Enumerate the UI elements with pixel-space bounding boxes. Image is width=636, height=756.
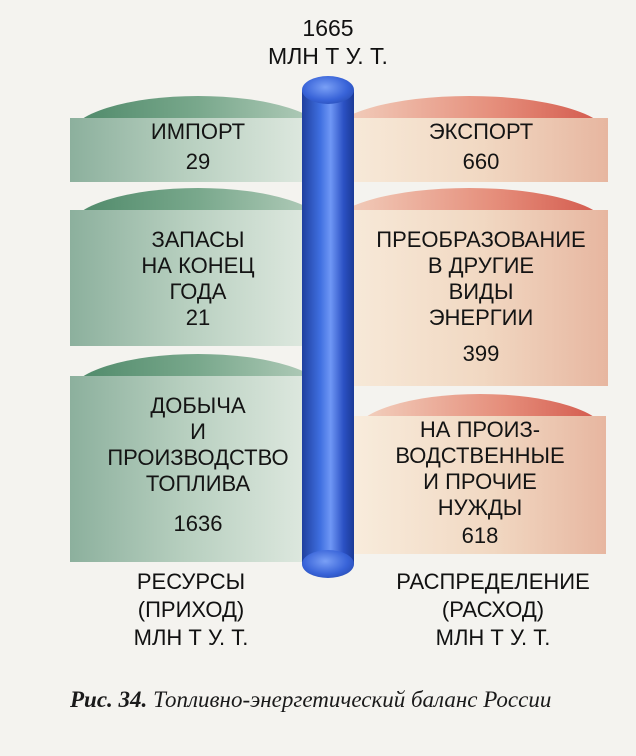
central-pole (302, 76, 354, 578)
conversion-value: 399 (462, 341, 500, 366)
consumption-label-line-2: ВОДСТВЕННЫЕ (395, 443, 565, 468)
conversion-label-line-2: В ДРУГИЕ (427, 253, 535, 278)
import-block: ИМПОРТ 29 (70, 96, 326, 182)
figure-number: Рис. 34. (70, 687, 148, 712)
consumption-label-line-4: НУЖДЫ (437, 495, 523, 520)
tank-body (70, 118, 326, 182)
distribution-footer: РАСПРЕДЕЛЕНИЕ (РАСХОД) МЛН Т У. Т. (368, 568, 618, 652)
tank-body (70, 376, 326, 562)
resources-footer-line-3: МЛН Т У. Т. (133, 625, 249, 650)
pole-top-cap (302, 76, 354, 104)
pole-bottom-cap (302, 550, 354, 578)
conversion-label-line-1: ПРЕОБРАЗОВАНИЕ (376, 227, 586, 252)
distribution-footer-line-1: РАСПРЕДЕЛЕНИЕ (396, 569, 590, 594)
export-value: 660 (462, 149, 500, 174)
consumption-value: 618 (461, 523, 499, 548)
figure-caption: Рис. 34. Топливно-энергетический баланс … (70, 686, 590, 713)
conversion-label-line-3: ВИДЫ (448, 279, 514, 304)
consumption-label-line-3: И ПРОЧИЕ (423, 469, 537, 494)
production-label-line-1: ДОБЫЧА (150, 393, 246, 418)
tank-body (330, 118, 608, 182)
export-label: ЭКСПОРТ (428, 119, 534, 144)
reserves-value: 21 (185, 305, 211, 330)
distribution-footer-line-2: (РАСХОД) (441, 597, 545, 622)
pole-body (302, 90, 354, 564)
import-label: ИМПОРТ (150, 119, 246, 144)
figure-caption-text: Топливно-энергетический баланс России (153, 687, 552, 712)
resources-footer: РЕСУРСЫ (ПРИХОД) МЛН Т У. Т. (66, 568, 316, 652)
consumption-block: НА ПРОИЗ- ВОДСТВЕННЫЕ И ПРОЧИЕ НУЖДЫ 618 (354, 394, 606, 554)
reserves-label-line-1: ЗАПАСЫ (151, 227, 245, 252)
production-label-line-3: ПРОИЗВОДСТВО (107, 445, 289, 470)
total-value: 1665 (302, 15, 354, 41)
conversion-block: ПРЕОБРАЗОВАНИЕ В ДРУГИЕ ВИДЫ ЭНЕРГИИ 399 (330, 188, 608, 386)
production-label-line-4: ТОПЛИВА (145, 471, 251, 496)
reserves-label-line-2: НА КОНЕЦ (141, 253, 255, 278)
consumption-label-line-1: НА ПРОИЗ- (419, 417, 541, 442)
export-block: ЭКСПОРТ 660 (330, 96, 608, 182)
production-label-line-2: И (190, 419, 206, 444)
reserves-block: ЗАПАСЫ НА КОНЕЦ ГОДА 21 (70, 188, 326, 346)
reserves-label-line-3: ГОДА (169, 279, 227, 304)
tank-body (70, 210, 326, 346)
production-block: ДОБЫЧА И ПРОИЗВОДСТВО ТОПЛИВА 1636 (70, 354, 326, 562)
distribution-footer-line-3: МЛН Т У. Т. (435, 625, 551, 650)
tank-body (330, 210, 608, 386)
total-unit: МЛН Т У. Т. (268, 43, 388, 69)
tank-body (354, 416, 606, 554)
import-value: 29 (185, 149, 211, 174)
production-value: 1636 (173, 511, 223, 536)
resources-footer-line-2: (ПРИХОД) (137, 597, 245, 622)
resources-footer-line-1: РЕСУРСЫ (136, 569, 246, 594)
conversion-label-line-4: ЭНЕРГИИ (428, 305, 534, 330)
